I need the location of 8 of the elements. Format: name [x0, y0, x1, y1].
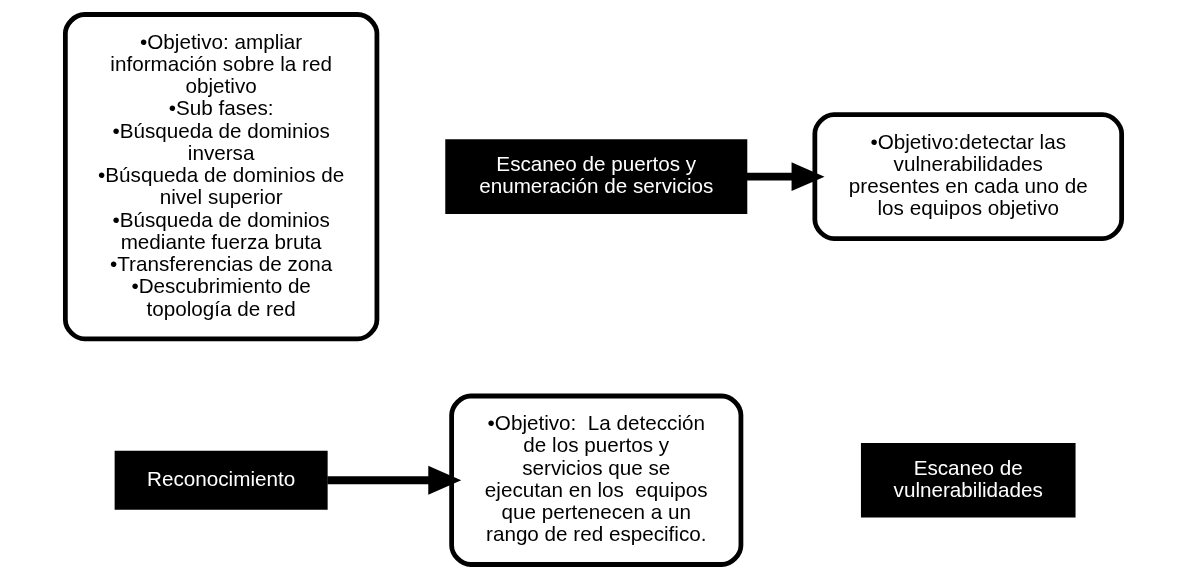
arrow — [326, 465, 461, 495]
node-box: Reconocimiento — [114, 450, 328, 510]
node-box: Escaneo de puertos y enumeración de servicios — [444, 139, 747, 214]
node-box: •Objetivo: La detección de los puertos y servicios que se ejecutan en los equipos que pertenecen a un rango de red especifico. — [448, 393, 743, 567]
node-box: Escaneo de vulnerabilidades — [860, 442, 1076, 518]
node-box: •Objetivo:detectar las vulnerabilidades presentes en cada uno de los equipos objetivo — [811, 112, 1124, 241]
node-box: •Objetivo: ampliar información sobre la red objetivo •Sub fases: •Búsqueda de dominios inversa •Búsqueda de dominios de nivel superior •Búsqueda de dominios mediante fuerza bruta •Transferencias de zona •Descubrimiento de topología de red — [62, 12, 379, 342]
arrow — [746, 162, 825, 192]
